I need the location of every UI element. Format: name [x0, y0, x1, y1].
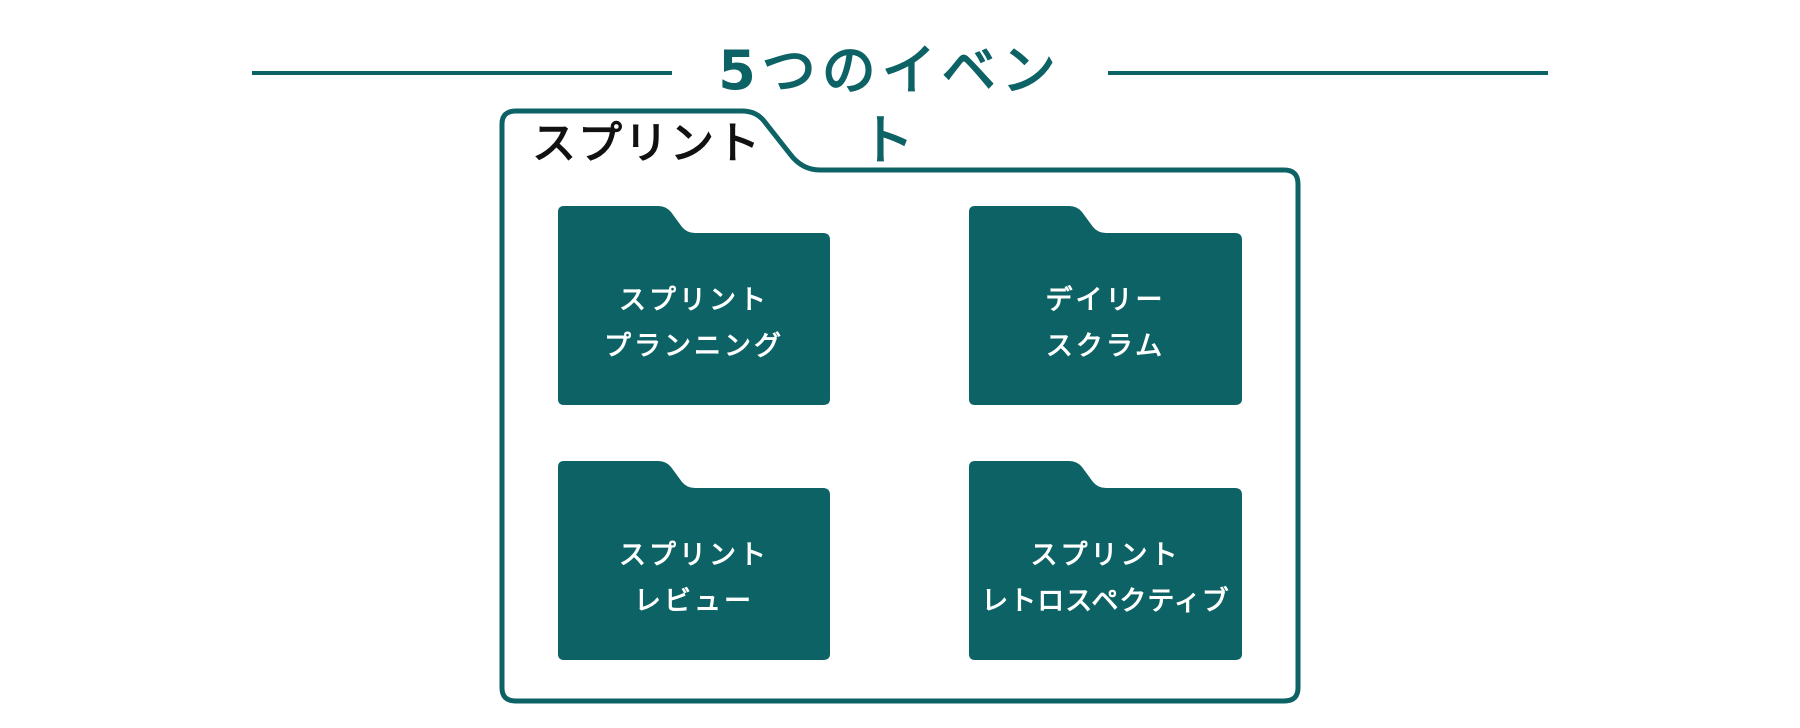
event-label-line1: スプリント — [619, 285, 769, 316]
folder-icon — [558, 461, 830, 660]
event-label-line2: レトロスペクティブ — [981, 586, 1230, 617]
event-label-line2: プランニング — [604, 331, 784, 362]
title-rule-left — [252, 71, 672, 75]
event-card-daily-scrum: デイリー スクラム — [969, 278, 1242, 370]
folder-icon — [969, 206, 1242, 405]
folder-icon — [969, 461, 1242, 660]
event-card-sprint-review: スプリント レビュー — [558, 533, 830, 625]
event-label-line1: スプリント — [619, 540, 769, 571]
folder-outline-icon — [499, 108, 1301, 704]
event-card-sprint-retrospective: スプリント レトロスペクティブ — [962, 533, 1249, 625]
folder-icon — [558, 206, 830, 405]
title-row: 5つのイベント — [0, 18, 1800, 172]
title-rule-right — [1108, 71, 1548, 75]
event-label-line1: デイリー — [1045, 285, 1166, 316]
event-label-line2: スクラム — [1045, 331, 1166, 362]
event-label-line1: スプリント — [1030, 540, 1181, 571]
container-label: スプリント — [532, 118, 762, 169]
event-card-sprint-planning: スプリント プランニング — [558, 278, 830, 370]
event-label-line2: レビュー — [634, 586, 754, 617]
page-title: 5つのイベント — [718, 39, 1062, 172]
